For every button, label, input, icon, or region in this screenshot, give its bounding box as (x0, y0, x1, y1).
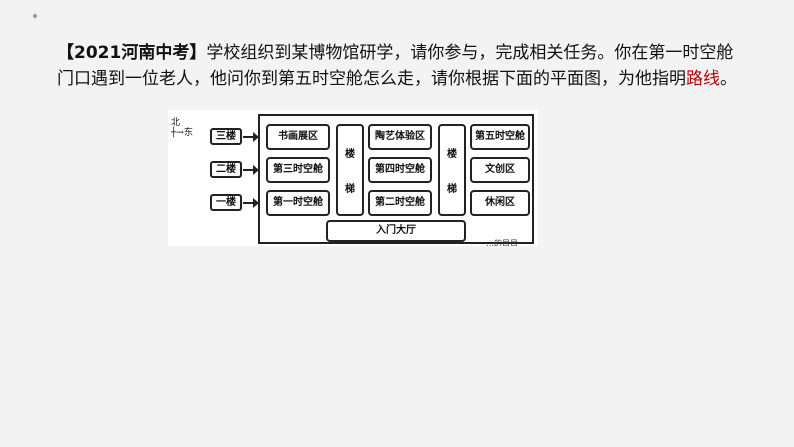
stair-label: 梯 (447, 183, 457, 195)
arrow-right-icon (243, 165, 259, 175)
entrance-hall: 入门大厅 (326, 220, 466, 242)
compass-icon: 北 ┼→东 (171, 118, 193, 138)
museum-floor-plan: 北 ┼→东 三楼 二楼 一楼 书画展区 第三时空舱 第一时空舱 楼 梯 陶艺体验… (168, 110, 538, 246)
staircase-left: 楼 梯 (336, 124, 364, 216)
source-tag: 【2021河南中考】 (57, 43, 207, 63)
question-text: 【2021河南中考】学校组织到某博物馆研学，请你参与，完成相关任务。你在第一时空… (57, 40, 737, 92)
arrow-right-icon (243, 132, 259, 142)
floor-label-2: 二楼 (210, 161, 242, 178)
staircase-right: 楼 梯 (438, 124, 466, 216)
building-outline: 书画展区 第三时空舱 第一时空舱 楼 梯 陶艺体验区 第四时空舱 第二时空舱 楼… (258, 114, 534, 244)
arrow-right-icon (243, 198, 259, 208)
room-pottery: 陶艺体验区 (368, 124, 432, 150)
room-capsule-1: 第一时空舱 (266, 190, 330, 216)
corner-dot (33, 14, 37, 18)
compass-east: 东 (183, 128, 193, 138)
highlight-word: 路线 (686, 69, 720, 89)
stair-label: 梯 (345, 183, 355, 195)
floor-label-1: 一楼 (210, 194, 242, 211)
stair-label: 楼 (447, 149, 457, 161)
room-capsule-4: 第四时空舱 (368, 157, 432, 183)
stair-label: 楼 (345, 149, 355, 161)
room-leisure: 休闲区 (470, 190, 530, 216)
compass-arrow: ┼→ (171, 128, 184, 138)
question-end: 。 (720, 69, 737, 89)
question-body: 学校组织到某博物馆研学，请你参与，完成相关任务。你在第一时空舱门口遇到一位老人，… (57, 43, 734, 89)
room-calligraphy: 书画展区 (266, 124, 330, 150)
plan-footer-fragment: …的目目 (486, 239, 518, 246)
floor-label-3: 三楼 (210, 128, 242, 145)
room-capsule-5: 第五时空舱 (470, 124, 530, 150)
room-capsule-3: 第三时空舱 (266, 157, 330, 183)
compass-north: 北 (171, 118, 181, 128)
room-capsule-2: 第二时空舱 (368, 190, 432, 216)
room-creative: 文创区 (470, 157, 530, 183)
